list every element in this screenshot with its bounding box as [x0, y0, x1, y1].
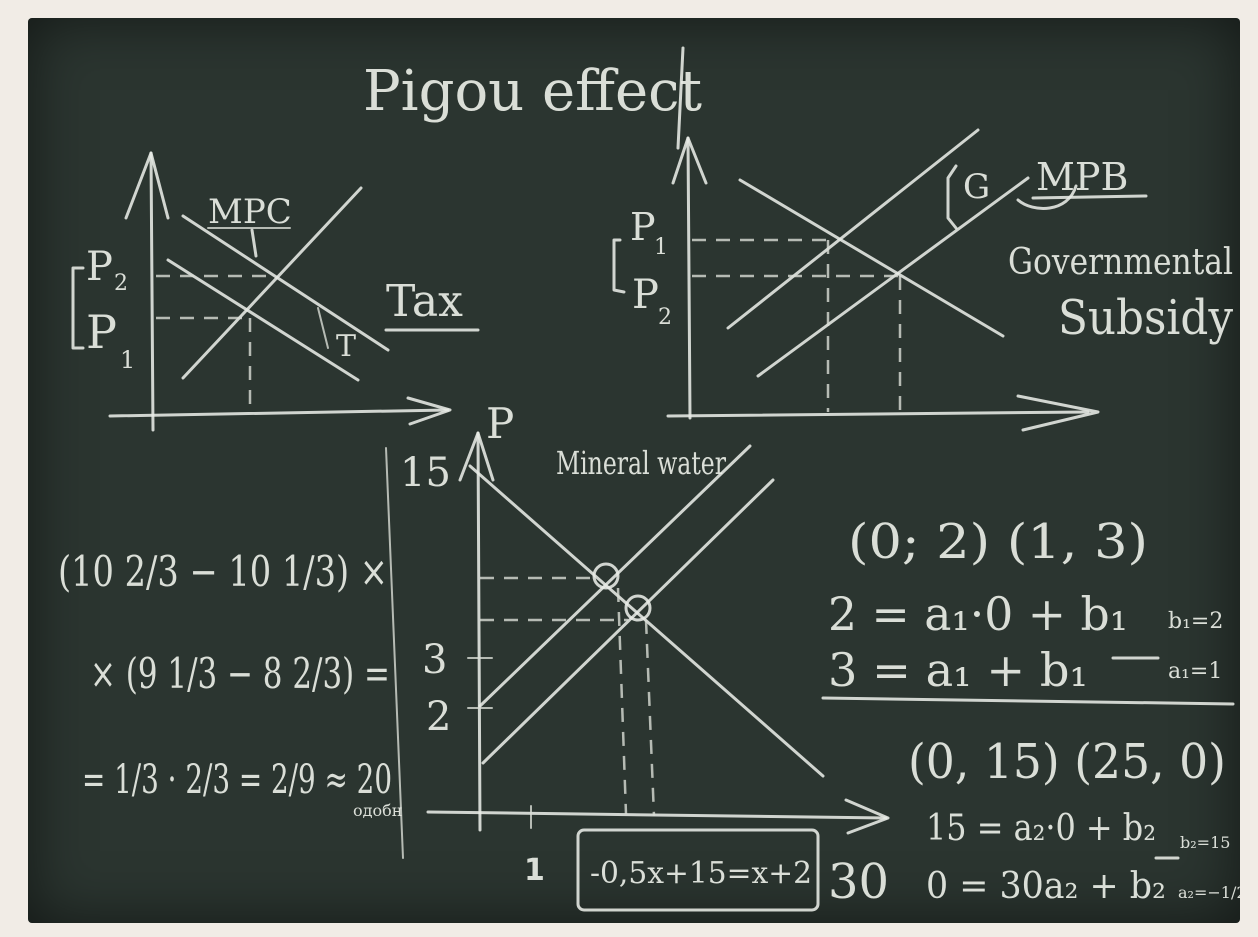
- right-calc-eq4: 0 = 30a₂ + b₂: [926, 866, 1166, 907]
- board-title: Pigou effect: [363, 59, 702, 124]
- right-calc-points1: (0; 2) (1, 3): [848, 514, 1148, 570]
- right-calc-eq2: 3 = a₁ + b₁: [828, 643, 1088, 697]
- center-y-tick-3: 3: [422, 637, 447, 683]
- center-product-label: Mineral water: [556, 444, 727, 482]
- left-mpc-line: [181, 214, 390, 352]
- left-y-axis: [149, 151, 155, 432]
- title-flourish: [676, 46, 685, 150]
- right-calc-result1b: a₁=1: [1168, 659, 1222, 684]
- right-mpb-underline: [1031, 194, 1148, 200]
- center-v-dash-2: [644, 619, 656, 817]
- center-x-axis: [426, 810, 888, 820]
- left-tax-gap-mark: [317, 307, 329, 349]
- center-graph: [385, 431, 890, 859]
- center-y-axis-label: P: [486, 399, 514, 448]
- left-p2-label: P: [86, 244, 113, 290]
- left-price-bracket: [71, 266, 85, 350]
- center-supply2-line: [481, 478, 775, 765]
- center-y-tick-2: 2: [426, 694, 451, 740]
- center-v-dash-1: [616, 587, 628, 815]
- right-x-arrow: [1016, 394, 1100, 432]
- right-subsidy-bracket: [946, 164, 958, 230]
- center-divider: [385, 447, 404, 859]
- center-x-tick-30: 30: [828, 854, 889, 910]
- left-calc-line2: × (9 1/3 − 8 2/3) =: [90, 649, 390, 698]
- left-calc-line3: = 1/3 · 2/3 = 2/9 ≈ 20: [82, 757, 392, 803]
- left-p1-sub: 1: [120, 346, 135, 374]
- center-y-axis: [476, 431, 482, 832]
- chalkboard: Pigou effect MPC P 2 P 1 T Tax: [28, 18, 1240, 923]
- left-p2-sub: 2: [114, 271, 128, 296]
- right-calc-eq3: 15 = a₂·0 + b₂: [926, 808, 1156, 849]
- right-p2-label: P: [632, 272, 659, 318]
- right-mpb-label: MPB: [1036, 155, 1128, 199]
- left-graph: [71, 151, 452, 432]
- right-graph: [612, 128, 1100, 432]
- right-p1-sub: 1: [654, 235, 668, 260]
- right-caption-line1: Governmental: [1008, 242, 1233, 283]
- left-p1-label: P: [86, 305, 117, 359]
- right-calc-result1a: b₁=2: [1168, 609, 1223, 634]
- center-y-arrow: [458, 431, 495, 482]
- left-x-arrow: [406, 396, 452, 426]
- right-x-axis: [666, 410, 1090, 418]
- left-demand-line: [166, 258, 360, 382]
- center-supply-line: [478, 444, 752, 708]
- left-calc-note: одобн: [353, 801, 402, 820]
- right-mpb-pointer: [1016, 184, 1078, 210]
- left-mpc-pointer: [250, 228, 258, 258]
- right-y-arrow: [671, 136, 708, 185]
- right-calc-result2b: a₂=−1/2: [1178, 883, 1240, 902]
- right-demand-line: [738, 178, 1005, 338]
- right-calc-separator: [821, 696, 1235, 706]
- right-caption-line2: Subsidy: [1058, 290, 1233, 346]
- center-equilibrium-1: [592, 562, 620, 590]
- right-calc-result2a: b₂=15: [1180, 833, 1230, 852]
- left-y-arrow: [124, 151, 170, 220]
- left-x-axis: [108, 408, 450, 418]
- right-p2-sub: 2: [658, 305, 672, 330]
- left-calc-line1: (10 2/3 − 10 1/3) ×: [58, 547, 388, 596]
- center-equilibrium-2: [624, 594, 652, 622]
- center-x-arrow: [844, 798, 890, 835]
- right-subsidy-gap-label: G: [963, 167, 990, 207]
- right-price-bracket: [612, 238, 626, 294]
- left-supply-line: [181, 186, 363, 380]
- right-p1-label: P: [630, 205, 656, 249]
- left-mpc-label: MPC: [208, 192, 292, 232]
- center-y-tick-15: 15: [400, 450, 451, 496]
- boxed-equation-frame: [576, 828, 820, 912]
- right-supply-line: [726, 128, 980, 330]
- left-tax-gap-label: T: [336, 329, 356, 364]
- left-tax-caption: Tax: [386, 276, 463, 327]
- right-calc-points2: (0, 15) (25, 0): [908, 734, 1226, 790]
- boxed-equation: -0,5x+15=x+2: [590, 856, 812, 891]
- center-x-tick-1: 1: [524, 853, 545, 888]
- right-y-axis: [686, 136, 692, 420]
- right-calc-eq1: 2 = a₁·0 + b₁: [828, 587, 1128, 641]
- chalk-drawings: Pigou effect MPC P 2 P 1 T Tax: [58, 46, 1240, 912]
